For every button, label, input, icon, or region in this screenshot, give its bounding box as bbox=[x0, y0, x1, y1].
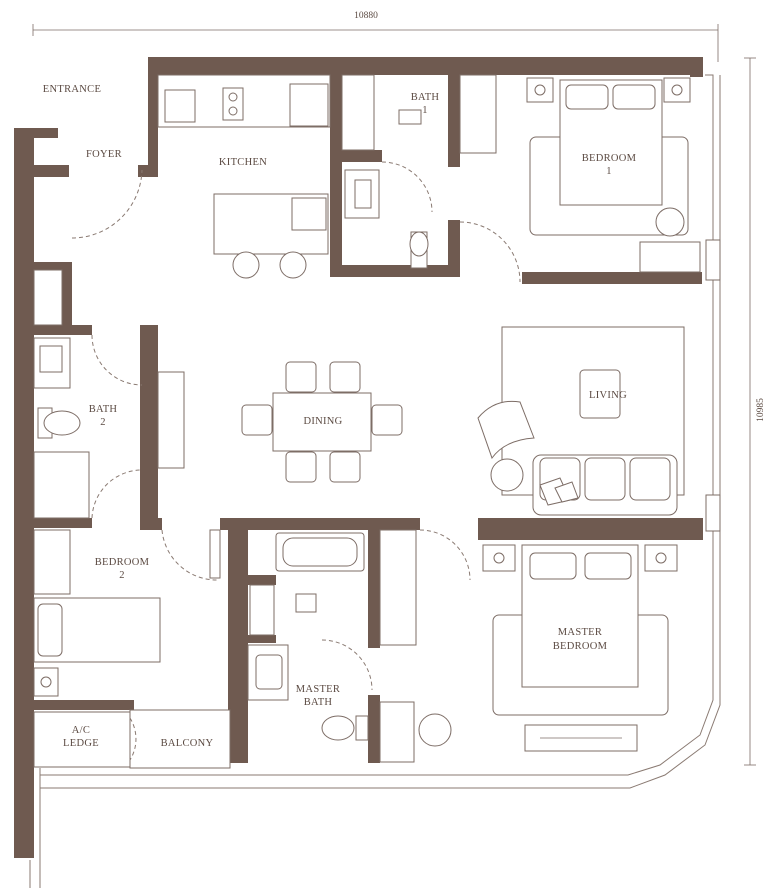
label-foyer: FOYER bbox=[86, 149, 122, 160]
label-master-bath-line1: MASTER bbox=[296, 684, 340, 695]
label-bath2-line2: 2 bbox=[100, 417, 106, 428]
balcony-area bbox=[33, 709, 231, 769]
master-bedroom-furniture bbox=[482, 544, 678, 752]
label-master-bedroom-line2: BEDROOM bbox=[553, 641, 608, 652]
bath1-fixtures bbox=[341, 74, 497, 269]
living-furniture bbox=[477, 239, 721, 532]
master-bath-fixtures bbox=[247, 529, 452, 763]
label-kitchen: KITCHEN bbox=[219, 157, 267, 168]
label-bath1-line1: BATH bbox=[411, 92, 440, 103]
dining-furniture bbox=[241, 361, 403, 483]
label-bath1-line2: 1 bbox=[422, 105, 428, 116]
dimension-lines: 10880 10985 bbox=[32, 11, 766, 766]
label-bedroom1-line1: BEDROOM bbox=[582, 153, 637, 164]
label-dining: DINING bbox=[303, 416, 342, 427]
label-master-bath-line2: BATH bbox=[304, 697, 333, 708]
label-balcony: BALCONY bbox=[161, 738, 214, 749]
walls bbox=[14, 57, 703, 858]
label-ac-ledge-line1: A/C bbox=[72, 725, 90, 736]
label-bedroom1-line2: 1 bbox=[606, 166, 612, 177]
outer-envelope bbox=[29, 74, 721, 888]
label-living: LIVING bbox=[589, 390, 627, 401]
label-bedroom2-line1: BEDROOM bbox=[95, 557, 150, 568]
width-dimension: 10880 bbox=[354, 11, 378, 21]
label-ac-ledge-line2: LEDGE bbox=[63, 738, 99, 749]
label-entrance: ENTRANCE bbox=[43, 84, 101, 95]
label-bedroom2-line2: 2 bbox=[119, 570, 125, 581]
bath2-fixtures bbox=[33, 269, 185, 519]
label-bath2-line1: BATH bbox=[89, 404, 118, 415]
door-swings bbox=[71, 161, 521, 761]
label-master-bedroom-line1: MASTER bbox=[558, 627, 602, 638]
height-dimension: 10985 bbox=[756, 398, 766, 422]
bedroom1-furniture bbox=[526, 77, 701, 273]
room-labels: ENTRANCE FOYER KITCHEN BATH 1 BEDROOM 1 … bbox=[43, 84, 637, 749]
bedroom2-furniture bbox=[33, 529, 221, 697]
kitchen-fixtures bbox=[157, 74, 331, 279]
